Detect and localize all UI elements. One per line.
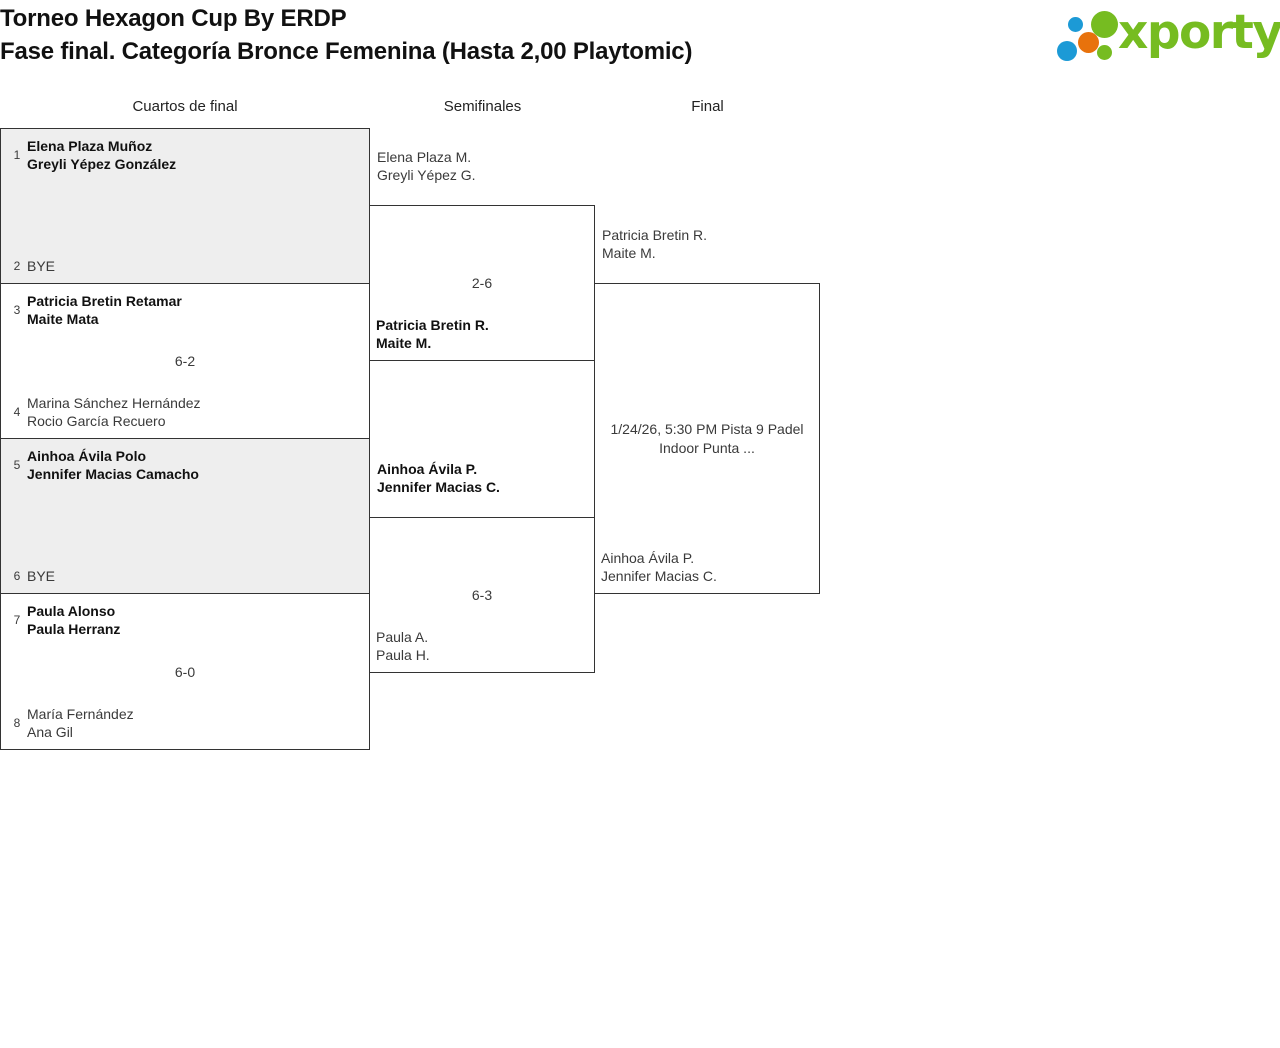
match-semifinal-1[interactable]: 2-6 Patricia Bretin R. Maite M. (369, 205, 595, 361)
match-score: 6-0 (174, 663, 196, 680)
match-team-bottom: Patricia Bretin R. Maite M. (370, 316, 594, 352)
match-score: 6-2 (174, 353, 196, 369)
match-schedule: 1/24/26, 5:30 PM Pista 9 Padel Indoor Pu… (595, 420, 819, 458)
player-name: Paula A. (376, 629, 429, 645)
match-score: 2-6 (471, 275, 493, 291)
match-quarterfinal-1[interactable]: 1 Elena Plaza Muñoz Greyli Yépez Gonzále… (0, 128, 370, 284)
team-names: Patricia Bretin Retamar Maite Mata (27, 292, 182, 328)
logo-dots-icon (1052, 9, 1122, 61)
team-names: Ainhoa Ávila Polo Jennifer Macias Camach… (27, 447, 199, 483)
match-team-bottom: 8 María Fernández Ana Gil (1, 705, 369, 741)
match-team-top: 1 Elena Plaza Muñoz Greyli Yépez Gonzále… (1, 137, 369, 173)
player-name: Ana Gil (27, 724, 73, 740)
seed-number: 6 (13, 569, 21, 583)
player-name: Greyli Yépez G. (377, 167, 476, 183)
player-name: Ainhoa Ávila P. (377, 461, 478, 477)
player-name: Jennifer Macias C. (377, 479, 500, 495)
match-team-top: 5 Ainhoa Ávila Polo Jennifer Macias Cama… (1, 447, 369, 483)
xporty-logo[interactable]: xporty (1040, 4, 1280, 64)
match-team-bottom: 2 BYE (1, 257, 369, 275)
seed-number: 3 (13, 303, 21, 317)
match-quarterfinal-3[interactable]: 5 Ainhoa Ávila Polo Jennifer Macias Cama… (0, 438, 370, 594)
semifinal-2-team-top: Ainhoa Ávila P. Jennifer Macias C. (377, 460, 500, 496)
match-team-bottom: 6 BYE (1, 567, 369, 585)
seed-number: 5 (13, 458, 21, 472)
match-team-top: 7 Paula Alonso Paula Herranz (1, 602, 369, 638)
logo-dot-blue-small (1068, 17, 1083, 32)
logo-dot-orange (1078, 32, 1099, 53)
logo-dot-blue-large (1057, 41, 1077, 61)
player-name: Paula Herranz (27, 621, 121, 637)
match-team-bottom: 4 Marina Sánchez Hernández Rocio García … (1, 394, 369, 430)
player-name: Marina Sánchez Hernández (27, 395, 201, 411)
team-names: Marina Sánchez Hernández Rocio García Re… (27, 394, 201, 430)
bye-label: BYE (27, 568, 56, 584)
team-names: Elena Plaza Muñoz Greyli Yépez González (27, 137, 176, 173)
page-title: Torneo Hexagon Cup By ERDP Fase final. C… (0, 2, 692, 68)
logo-wordmark: xporty (1118, 5, 1280, 60)
player-name: Elena Plaza M. (377, 149, 472, 165)
player-name: Paula H. (376, 647, 430, 663)
round-header-semifinals: Semifinales (443, 98, 522, 115)
match-team-top: 3 Patricia Bretin Retamar Maite Mata (1, 292, 369, 328)
tournament-category: Fase final. Categoría Bronce Femenina (H… (0, 38, 693, 65)
tournament-name: Torneo Hexagon Cup By ERDP (0, 5, 347, 32)
player-name: Greyli Yépez González (27, 156, 177, 172)
match-team-bottom: Ainhoa Ávila P. Jennifer Macias C. (595, 549, 819, 585)
seed-number: 4 (13, 405, 21, 419)
match-semifinal-2[interactable]: 6-3 Paula A. Paula H. (369, 517, 595, 673)
player-name: Jennifer Macias Camacho (27, 466, 199, 482)
player-name: Paula Alonso (27, 603, 116, 619)
bye-label: BYE (27, 258, 56, 274)
player-name: Elena Plaza Muñoz (27, 138, 153, 154)
logo-dot-green-large (1091, 11, 1118, 38)
match-quarterfinal-2[interactable]: 3 Patricia Bretin Retamar Maite Mata 6-2… (0, 283, 370, 439)
team-names: Patricia Bretin R. Maite M. (376, 316, 489, 352)
schedule-datetime: 1/24/26, 5:30 PM Pista 9 Padel (610, 420, 804, 437)
seed-number: 2 (13, 259, 21, 273)
match-team-bottom: Paula A. Paula H. (370, 628, 594, 664)
seed-number: 1 (13, 148, 21, 162)
player-name: Ainhoa Ávila Polo (27, 448, 147, 464)
player-name: Ainhoa Ávila P. (601, 550, 695, 566)
match-quarterfinal-4[interactable]: 7 Paula Alonso Paula Herranz 6-0 8 María… (0, 593, 370, 750)
team-names: María Fernández Ana Gil (27, 705, 134, 741)
player-name: Patricia Bretin Retamar (27, 293, 182, 309)
match-score: 6-3 (471, 587, 493, 603)
round-header-final: Final (691, 98, 724, 115)
seed-number: 8 (13, 716, 21, 730)
team-names: Paula Alonso Paula Herranz (27, 602, 120, 638)
player-name: Maite Mata (27, 311, 99, 327)
player-name: Maite M. (376, 335, 432, 351)
player-name: Rocio García Recuero (27, 413, 166, 429)
round-header-quarterfinals: Cuartos de final (132, 98, 238, 115)
page-header: Torneo Hexagon Cup By ERDP Fase final. C… (0, 0, 1280, 88)
semifinal-1-team-top: Elena Plaza M. Greyli Yépez G. (377, 148, 476, 184)
schedule-venue: Indoor Punta ... (659, 439, 755, 456)
team-names: Ainhoa Ávila P. Jennifer Macias C. (601, 549, 717, 585)
bracket: 1 Elena Plaza Muñoz Greyli Yépez Gonzále… (0, 128, 880, 768)
seed-number: 7 (13, 613, 21, 627)
final-team-top: Patricia Bretin R. Maite M. (602, 226, 707, 262)
team-names: Paula A. Paula H. (376, 628, 430, 664)
player-name: Patricia Bretin R. (376, 317, 489, 333)
player-name: Jennifer Macias C. (601, 568, 717, 584)
player-name: Patricia Bretin R. (602, 227, 708, 243)
player-name: Maite M. (602, 245, 656, 261)
match-final[interactable]: 1/24/26, 5:30 PM Pista 9 Padel Indoor Pu… (594, 283, 820, 594)
logo-dot-green-small (1097, 45, 1112, 60)
player-name: María Fernández (27, 706, 134, 722)
